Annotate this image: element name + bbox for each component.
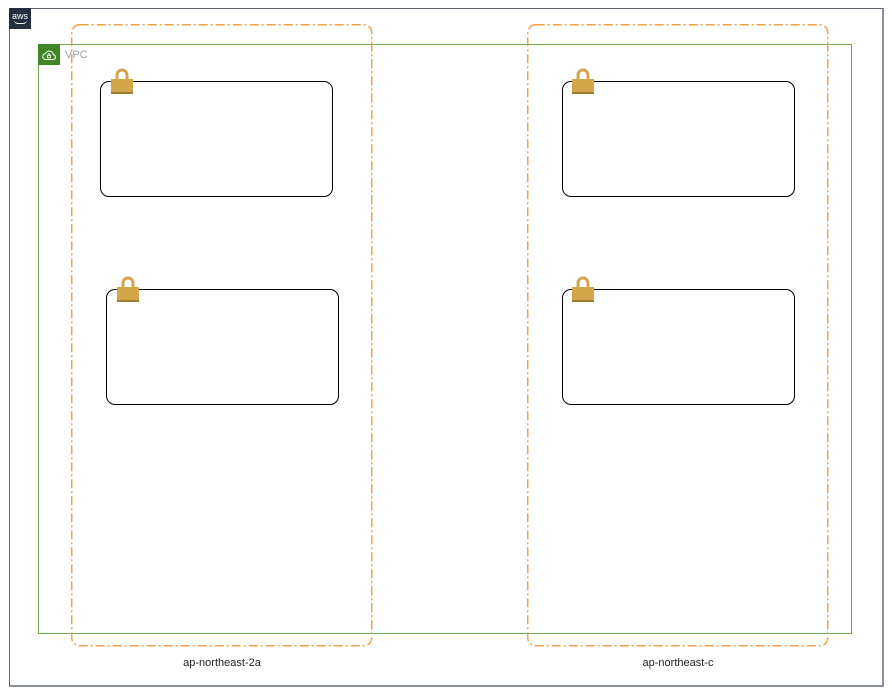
- aws-cloud-group: [9, 8, 884, 687]
- availability-zone-a-label: ap-northeast-2a: [183, 657, 261, 669]
- subnet-c-bottom[interactable]: [562, 289, 795, 405]
- subnet-c-top[interactable]: [562, 81, 795, 197]
- availability-zone-a[interactable]: [71, 24, 373, 647]
- private-subnet-lock-icon: [111, 68, 133, 94]
- subnet-a-top[interactable]: [100, 81, 333, 197]
- aws-logo-icon: aws: [9, 8, 31, 29]
- private-subnet-lock-icon: [572, 68, 594, 94]
- vpc-label: VPC: [65, 49, 88, 61]
- aws-logo-text: aws: [11, 11, 28, 21]
- subnet-a-bottom[interactable]: [106, 289, 339, 405]
- private-subnet-lock-icon: [117, 276, 139, 302]
- availability-zone-c[interactable]: [527, 24, 829, 647]
- vpc-group[interactable]: [38, 44, 852, 634]
- private-subnet-lock-icon: [572, 276, 594, 302]
- aws-smile-icon: [13, 20, 27, 24]
- vpc-cloud-lock-icon: [38, 44, 60, 65]
- availability-zone-c-label: ap-northeast-c: [642, 657, 714, 669]
